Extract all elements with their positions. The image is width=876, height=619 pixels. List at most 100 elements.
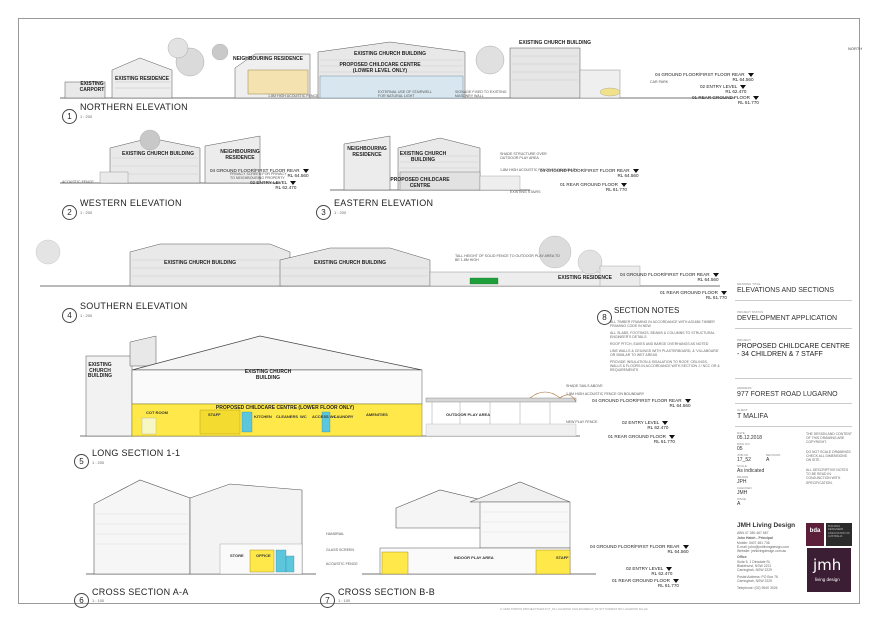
eastern-elevation-drawing	[330, 135, 530, 191]
annotation-cross-a-handrail: HANDRAIL	[326, 532, 345, 536]
firm-email: E-mail: john@jmhlivingdesign.com	[737, 545, 789, 549]
tb-drawing-title: ELEVATIONS AND SECTIONS	[737, 287, 834, 294]
tb-scale: As indicated	[737, 468, 765, 474]
annotation-signage: SIGNAGE FIXED TO EXISTING MASONRY WALL	[455, 90, 507, 99]
firm-principal: John Hatch - Principal	[737, 536, 773, 540]
firm-office-1: Suite 5, 1 Dinsdale St,	[737, 560, 771, 564]
view-title-southern: SOUTHERN ELEVATION	[80, 301, 188, 311]
tb-divider	[735, 328, 852, 329]
label-existing-church: EXISTING CHURCH BUILDING	[354, 51, 426, 57]
sheet-border	[18, 18, 860, 604]
room-wc: WC	[300, 414, 307, 419]
annotation-cross-a-screen: GLASS SCREEN	[326, 548, 354, 552]
tb-rev: A	[766, 457, 770, 463]
label-eastern-neighbour: NEIGHBOURING RESIDENCE	[347, 146, 387, 158]
cross-section-a-drawing	[86, 479, 316, 575]
jmh-logo-sub: living design	[815, 577, 840, 582]
room-store: STORE	[230, 553, 244, 558]
room-laundry: LAUNDRY	[334, 414, 354, 419]
label-southern-residence: EXISTING RESIDENCE	[558, 275, 612, 281]
section-notes-title: SECTION NOTES	[614, 306, 680, 315]
section-note-3: ROOF PITCH, EAVES AND BARGE OVERHANGS AS…	[610, 342, 709, 346]
view-number-5: 5	[74, 454, 89, 469]
room-cot-room: COT ROOM	[146, 410, 168, 415]
view-title-cross-b: CROSS SECTION B-B	[338, 587, 436, 597]
annotation-long-fence: 1.8M HIGH ACOUSTIC FENCE ON BOUNDARY	[566, 392, 645, 396]
tb-job: 17_52	[737, 457, 751, 463]
annotation-long-play-fence: NEW PLAY FENCE	[566, 420, 598, 424]
tb-client-key: CLIENT	[737, 408, 748, 412]
tb-issue-key: ISSUE	[737, 497, 747, 501]
section-note-4: LINE WALLS & CEILINGS WITH PLASTERBOARD,…	[610, 349, 719, 358]
label-neighbouring-residence: NEIGHBOURING RESIDENCE	[232, 56, 303, 62]
label-proposed-childcare-lower: PROPOSED CHILDCARE CENTRE (LOWER LEVEL O…	[339, 62, 421, 74]
room-staff: STAFF	[208, 412, 221, 417]
file-path-footer: C:\JMH TRIPOS PROJECTS\2017\17_52 LUGARN…	[500, 607, 648, 611]
tb-sheet-key: DWG NO	[737, 442, 750, 446]
label-eastern-childcare: PROPOSED CHILDCARE CENTRE	[390, 177, 450, 189]
section-note-2: ALL SLABS, FOOTINGS, BEAMS & COLUMNS TO …	[610, 331, 715, 340]
label-existing-carport: EXISTING CARPORT	[79, 81, 105, 93]
jmh-logo-text: jmh	[813, 556, 842, 574]
firm-name: JMH Living Design	[737, 522, 796, 529]
tb-project-status: DEVELOPMENT APPLICATION	[737, 315, 838, 322]
view-scale-cross-b: 1 : 100	[338, 598, 351, 603]
view-number-1: 1	[62, 109, 77, 124]
cross-section-b-drawing	[362, 481, 596, 575]
label-indoor-play: INDOOR PLAY AREA	[454, 555, 494, 560]
view-number-8: 8	[597, 310, 612, 325]
tb-issue: A	[737, 501, 741, 507]
tb-divider	[735, 378, 852, 379]
tb-project-key: PROJECT	[737, 338, 752, 342]
view-title-eastern: EASTERN ELEVATION	[334, 198, 434, 208]
room-kitchen: KITCHEN	[254, 414, 272, 419]
bda-caption: BUILDING DESIGNERS ASSOCIATION OF AUSTRA…	[826, 523, 852, 546]
label-outdoor-play: OUTDOOR PLAY AREA	[446, 412, 491, 417]
annotation-cross-a-fence: ACOUSTIC FENCE	[326, 562, 358, 566]
tb-note-1: THE DESIGN AND CONTENT OF THIS DRAWING A…	[806, 432, 852, 445]
view-title-long: LONG SECTION 1-1	[92, 448, 181, 458]
room-staff-b: STAFF	[556, 555, 569, 560]
firm-postal: Postal Address: PO Box 76	[737, 575, 778, 579]
view-number-3: 3	[316, 205, 331, 220]
tb-client: T MALIFA	[737, 413, 768, 420]
annotation-carpark: CAR PARK	[650, 80, 669, 84]
annotation-western-screen: PRIVACY SCREEN FOR PRIVACY TO NEIGHBOURI…	[230, 172, 287, 181]
view-number-4: 4	[62, 308, 77, 323]
southern-elevation-drawing	[35, 235, 720, 287]
view-title-northern: NORTHERN ELEVATION	[80, 102, 188, 112]
tb-checked-key: CHECKED	[737, 486, 752, 490]
room-access-wc: ACCESS WC	[312, 414, 337, 419]
firm-office-3: Carringbah, NSW 2229	[737, 568, 773, 572]
firm-office-2: Blakehurst, NSW 2221	[737, 564, 772, 568]
tb-date: 05.12.2018	[737, 435, 763, 441]
firm-phone-2: Telephone: (02) 9540 3026	[737, 586, 778, 590]
long-section-drawing	[80, 335, 580, 437]
tb-note-2: DO NOT SCALE DRAWINGS. CHECK ALL DIMENSI…	[806, 450, 852, 463]
western-elevation-drawing	[60, 129, 280, 184]
annotation-eastern-stair: EXISTING STAIRS	[510, 190, 541, 194]
firm-office-key: Office	[737, 555, 747, 559]
annotation-western-fence: ACOUSTIC FENCE	[62, 180, 94, 184]
label-eastern-church: EXISTING CHURCH BUILDING	[399, 151, 447, 163]
annotation-eastern-fence: 1.8M HIGH ACOUSTIC FENCE TO BOUNDARY	[500, 168, 578, 172]
tb-divider	[735, 300, 852, 301]
label-western-church: EXISTING CHURCH BUILDING	[122, 151, 194, 157]
tb-drawing-title-key: DRAWING TITLE	[737, 282, 761, 286]
view-scale-southern: 1 : 200	[80, 313, 93, 318]
label-long-proposed-childcare: PROPOSED CHILDCARE CENTRE (LOWER FLOOR O…	[215, 405, 355, 411]
label-southern-church-2: EXISTING CHURCH BUILDING	[314, 260, 386, 266]
label-long-existing-church-left: EXISTING CHURCH BUILDING	[87, 362, 113, 380]
firm-abn: ABN 47 280 467 667	[737, 531, 769, 535]
tb-drawn-key: DRAWN	[737, 475, 749, 479]
